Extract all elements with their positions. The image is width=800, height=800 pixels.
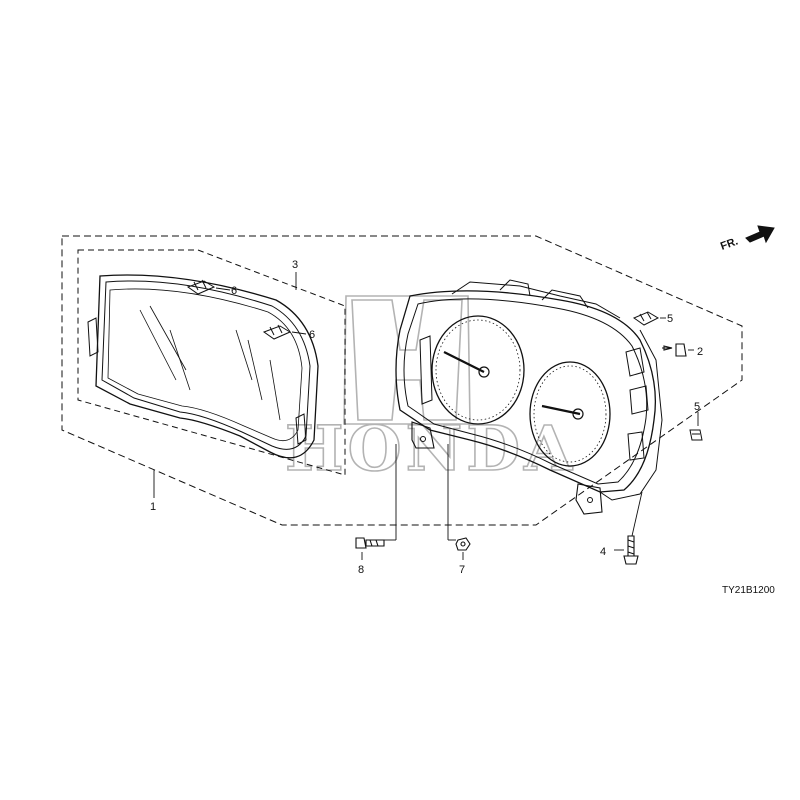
- leader-lines: [153, 272, 699, 560]
- callout-1: 1: [150, 501, 156, 513]
- front-direction-label: FR.: [719, 235, 740, 252]
- lens-clip-upper: [186, 279, 216, 295]
- mount-tab-bottom: [575, 483, 603, 515]
- clip-lower: [689, 429, 703, 441]
- meter-assembly: [395, 279, 663, 515]
- lens-clip-lower: [262, 324, 292, 340]
- meter-lens: [87, 274, 319, 459]
- nut: [455, 537, 471, 551]
- assembly-boundary: [61, 235, 743, 526]
- front-direction-indicator: FR.: [719, 225, 775, 253]
- mount-tab-left: [411, 421, 435, 449]
- screw-right: [662, 343, 687, 357]
- callout-8: 8: [358, 564, 364, 576]
- screw-bottom: [623, 535, 639, 565]
- callout-6-upper: 6: [231, 285, 237, 297]
- callout-5-upper: 5: [667, 313, 673, 325]
- front-arrow-icon: [745, 225, 775, 244]
- drawing-code: TY21B1200: [722, 585, 775, 596]
- callout-5-lower: 5: [694, 401, 700, 413]
- clip-upper: [632, 311, 660, 326]
- lens-group-boundary: [77, 249, 346, 476]
- screw-left: [355, 537, 385, 549]
- callout-3: 3: [292, 259, 298, 271]
- tachometer-dial: [529, 361, 611, 467]
- speedometer-dial: [431, 315, 525, 425]
- callout-4: 4: [600, 546, 606, 558]
- honda-watermark: HONDA: [284, 295, 573, 486]
- callout-2: 2: [697, 346, 703, 358]
- callout-6-lower: 6: [309, 329, 315, 341]
- callout-7: 7: [459, 564, 465, 576]
- honda-h-logo: [343, 295, 471, 425]
